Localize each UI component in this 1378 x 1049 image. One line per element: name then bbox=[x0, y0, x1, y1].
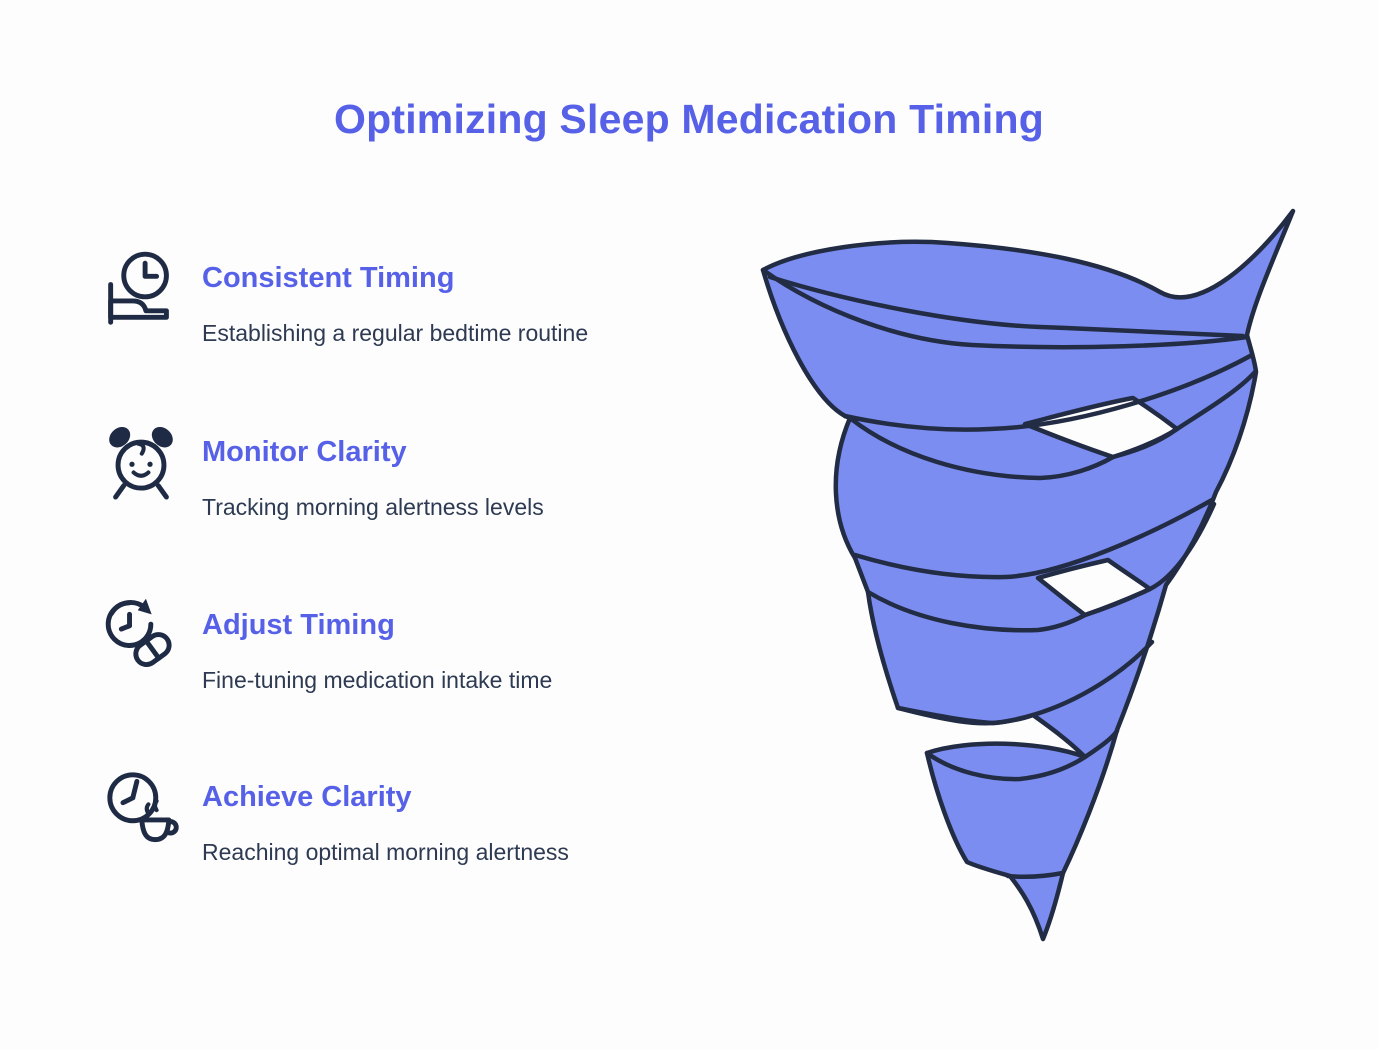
band3-bottom-edge bbox=[895, 639, 1155, 726]
clock-refresh-pill-icon bbox=[100, 593, 182, 675]
step-heading: Achieve Clarity bbox=[202, 781, 412, 813]
mouth-back-rim bbox=[767, 274, 1246, 339]
step-heading: Monitor Clarity bbox=[202, 436, 407, 468]
band2-bottom-edge bbox=[852, 497, 1215, 580]
step-monitor-clarity: Monitor Clarity Tracking morning alertne… bbox=[100, 420, 720, 550]
alarm-clock-face-icon bbox=[100, 420, 182, 502]
band1-bottom-edge bbox=[842, 352, 1255, 432]
mouth-front-rim bbox=[760, 267, 1250, 350]
step-description: Establishing a regular bedtime routine bbox=[202, 320, 589, 346]
step-adjust-timing: Adjust Timing Fine-tuning medication int… bbox=[100, 593, 720, 723]
step-description: Tracking morning alertness levels bbox=[202, 494, 544, 520]
step-achieve-clarity: Achieve Clarity Reaching optimal morning… bbox=[100, 765, 720, 895]
page-title: Optimizing Sleep Medication Timing bbox=[334, 96, 1044, 142]
bed-clock-icon bbox=[100, 246, 182, 328]
band4-front-rim bbox=[924, 728, 1120, 782]
band2-front-rim bbox=[847, 369, 1258, 481]
steps-list: Consistent Timing Establishing a regular… bbox=[100, 0, 720, 1044]
step-heading: Adjust Timing bbox=[202, 609, 395, 641]
clock-coffee-icon bbox=[100, 765, 182, 847]
step-description: Fine-tuning medication intake time bbox=[202, 667, 553, 693]
step-heading: Consistent Timing bbox=[202, 262, 455, 294]
step-description: Reaching optimal morning alertness bbox=[202, 839, 569, 865]
funnel-ribbon-lines bbox=[760, 267, 1258, 880]
step-consistent-timing: Consistent Timing Establishing a regular… bbox=[100, 246, 720, 376]
band3-front-rim bbox=[865, 501, 1217, 633]
band4-bottom-edge bbox=[1005, 870, 1066, 880]
